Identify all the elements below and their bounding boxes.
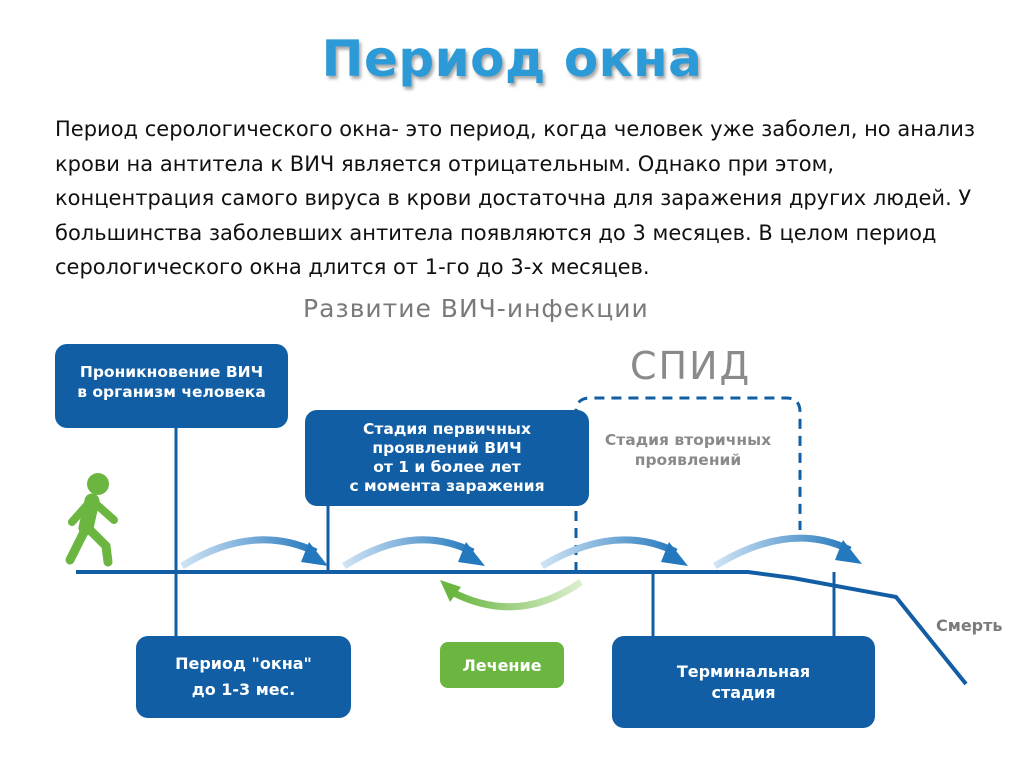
walking-person-icon: [65, 473, 118, 567]
terminal-stage-box: Терминальная стадия: [612, 636, 875, 728]
arrowhead: [301, 542, 328, 566]
hiv-entry-line-2: в организм человека: [77, 383, 266, 401]
primary-stage-box: Стадия первичных проявлений ВИЧ от 1 и б…: [305, 410, 589, 506]
arrowhead: [835, 540, 862, 564]
progress-arrow: [342, 536, 475, 569]
death-label: Смерть: [936, 616, 1003, 635]
secondary-stage-text: Стадия вторичных проявлений: [588, 430, 788, 470]
progress-arrow: [540, 536, 678, 569]
secondary-stage-line-2: проявлений: [634, 451, 742, 469]
arrowhead: [440, 580, 461, 602]
arrowhead: [661, 542, 688, 566]
arrowhead: [458, 542, 485, 566]
treatment-arrow: [450, 579, 584, 611]
window-period-line-1: Период "окна": [175, 654, 312, 673]
hiv-entry-line-1: Проникновение ВИЧ: [79, 363, 264, 381]
treatment-box: Лечение: [440, 642, 564, 688]
diagram-title: Развитие ВИЧ-инфекции: [303, 294, 649, 323]
slide-title: Период окна: [321, 30, 703, 88]
window-period-line-2: до 1-3 мес.: [191, 680, 296, 699]
hiv-development-diagram: Развитие ВИЧ-инфекции СПИД Проникновение…: [48, 284, 1024, 746]
aids-dashed-box: [574, 396, 802, 572]
terminal-stage-line-2: стадия: [711, 683, 776, 702]
progress-arrow: [713, 534, 852, 569]
window-period-box: Период "окна" до 1-3 мес.: [136, 636, 351, 718]
secondary-stage-line-1: Стадия вторичных: [604, 431, 772, 449]
primary-stage-line-3: от 1 и более лет: [373, 458, 521, 476]
progress-arrow: [180, 536, 318, 569]
primary-stage-line-4: с момента заражения: [349, 477, 545, 495]
slide-paragraph: Период серологического окна- это период,…: [55, 117, 976, 279]
terminal-stage-line-1: Терминальная: [676, 662, 811, 681]
aids-label: СПИД: [630, 344, 752, 388]
hiv-entry-box: Проникновение ВИЧ в организм человека: [55, 344, 288, 428]
diagram-lines: [65, 396, 968, 686]
timeline-line: [76, 570, 968, 686]
primary-stage-line-2: проявлений ВИЧ: [372, 439, 522, 457]
primary-stage-line-1: Стадия первичных: [363, 420, 531, 438]
